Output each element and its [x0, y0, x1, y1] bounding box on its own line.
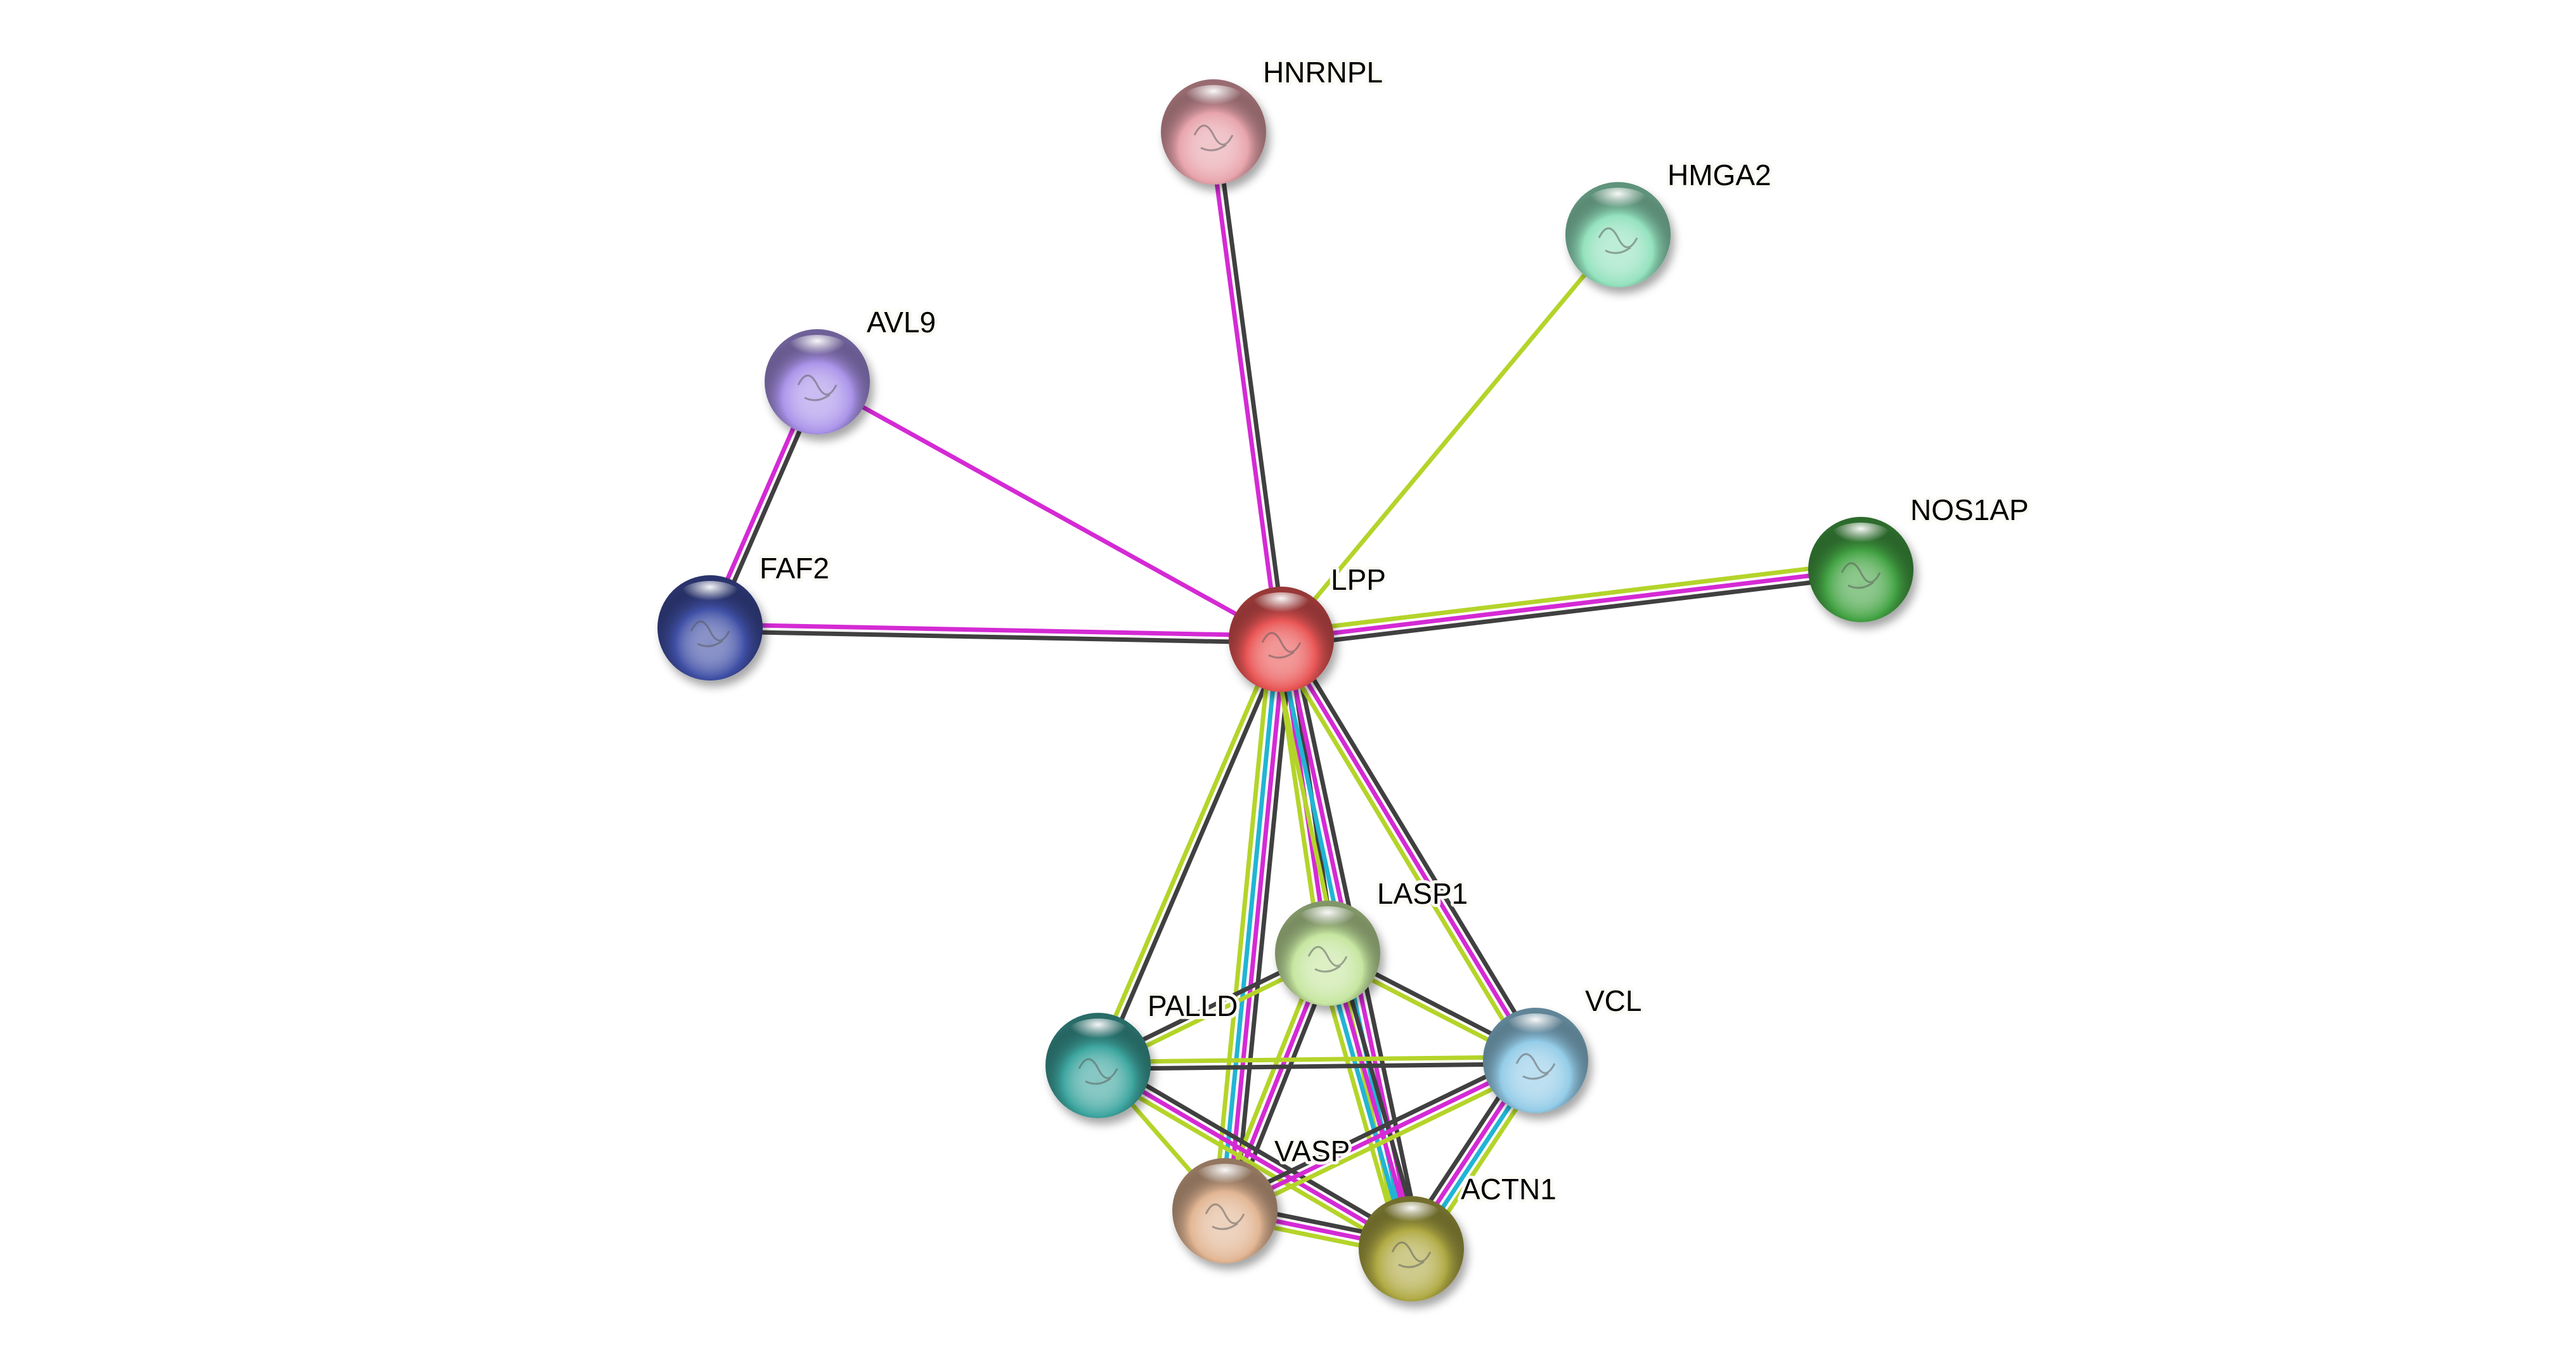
node-label: ACTN1: [1461, 1173, 1557, 1206]
edge-evidence-yellow: [1273, 641, 1532, 1065]
edge-evidence-black: [1099, 639, 1287, 1068]
node-label: NOS1AP: [1910, 493, 2029, 526]
edge-lpp-faf2[interactable]: [709, 622, 1282, 645]
edge-evidence-yellow: [1227, 1064, 1540, 1220]
node-avl9[interactable]: AVL9: [765, 303, 939, 434]
node-highlight: [1250, 592, 1313, 623]
node-vasp[interactable]: VASP: [1172, 1131, 1353, 1263]
edge-lpp-avl9[interactable]: [816, 379, 1283, 642]
edge-palld-actn1[interactable]: [1093, 1057, 1416, 1257]
node-hnrnpl[interactable]: HNRNPL: [1161, 53, 1386, 185]
protein-structure-icon: [1598, 227, 1638, 254]
node-label: FAF2: [760, 552, 829, 585]
node-faf2[interactable]: FAF2: [657, 549, 832, 680]
edges-layer: [704, 131, 1862, 1258]
protein-structure-icon: [1205, 1203, 1245, 1230]
node-lpp[interactable]: LPP: [1229, 560, 1389, 692]
node-label: HNRNPL: [1263, 56, 1383, 89]
edge-evidence-magenta: [1097, 1063, 1413, 1251]
edge-lpp-vasp[interactable]: [1212, 638, 1294, 1212]
edge-evidence-yellow: [1212, 638, 1274, 1210]
protein-structure-icon: [1261, 632, 1302, 659]
node-highlight: [678, 581, 742, 611]
protein-structure-icon: [1515, 1053, 1556, 1080]
edge-evidence-yellow: [1279, 233, 1620, 641]
protein-structure-icon: [1078, 1058, 1118, 1085]
edge-evidence-yellow: [1280, 560, 1861, 635]
edge-evidence-black: [1098, 1061, 1536, 1071]
edge-lpp-palld[interactable]: [1092, 637, 1287, 1068]
node-lasp1[interactable]: LASP1: [1275, 874, 1471, 1006]
edge-evidence-black: [1100, 1057, 1416, 1245]
node-label: VASP: [1274, 1135, 1350, 1168]
node-hmga2[interactable]: HMGA2: [1565, 155, 1775, 287]
node-highlight: [1066, 1019, 1130, 1049]
protein-structure-icon: [1391, 1241, 1432, 1268]
edge-evidence-cyan: [1219, 639, 1281, 1211]
edge-evidence-magenta: [1224, 1058, 1537, 1213]
node-highlight: [1829, 523, 1893, 553]
edge-lpp-hnrnpl[interactable]: [1208, 131, 1287, 641]
node-highlight: [1380, 1202, 1443, 1232]
node-actn1[interactable]: ACTN1: [1359, 1169, 1560, 1301]
protein-structure-icon: [1307, 946, 1348, 973]
edge-lpp-nos1ap[interactable]: [1280, 560, 1862, 649]
node-label: LPP: [1331, 563, 1386, 596]
edge-evidence-magenta: [1281, 567, 1861, 642]
edge-evidence-black: [709, 628, 1281, 645]
node-label: AVL9: [867, 306, 936, 339]
node-label: PALLD: [1148, 989, 1238, 1022]
edge-evidence-black: [1233, 640, 1294, 1212]
node-highlight: [1504, 1013, 1567, 1044]
edge-evidence-yellow: [1097, 1055, 1536, 1065]
edge-lpp-hmga2[interactable]: [1279, 233, 1620, 641]
protein-structure-icon: [1841, 562, 1881, 589]
protein-structure-icon: [1193, 124, 1234, 152]
edge-evidence-black: [1220, 1052, 1534, 1207]
edge-evidence-black: [1281, 574, 1862, 649]
edge-evidence-yellow: [1093, 1069, 1409, 1257]
edge-evidence-black: [1214, 131, 1287, 639]
edge-evidence-magenta: [710, 622, 1282, 639]
protein-structure-icon: [690, 620, 730, 648]
node-label: LASP1: [1377, 877, 1468, 910]
node-highlight: [1586, 188, 1650, 218]
node-highlight: [1296, 906, 1359, 937]
node-highlight: [786, 335, 849, 365]
node-highlight: [1193, 1164, 1257, 1194]
node-vcl[interactable]: VCL: [1483, 981, 1645, 1113]
node-palld[interactable]: PALLD: [1045, 986, 1241, 1118]
node-label: VCL: [1585, 984, 1641, 1017]
node-label: HMGA2: [1667, 159, 1771, 192]
edge-evidence-black: [1285, 634, 1544, 1058]
edge-evidence-magenta: [1279, 638, 1537, 1062]
node-nos1ap[interactable]: NOS1AP: [1808, 490, 2032, 622]
edge-palld-vcl[interactable]: [1097, 1055, 1536, 1071]
protein-structure-icon: [797, 374, 838, 401]
edge-evidence-magenta: [1208, 132, 1281, 641]
edge-evidence-magenta: [1226, 639, 1287, 1211]
edge-vcl-vasp[interactable]: [1220, 1052, 1540, 1220]
node-highlight: [1182, 85, 1245, 115]
edge-evidence-magenta: [816, 379, 1283, 642]
edge-lpp-vcl[interactable]: [1273, 634, 1544, 1065]
edge-evidence-yellow: [1092, 637, 1281, 1065]
